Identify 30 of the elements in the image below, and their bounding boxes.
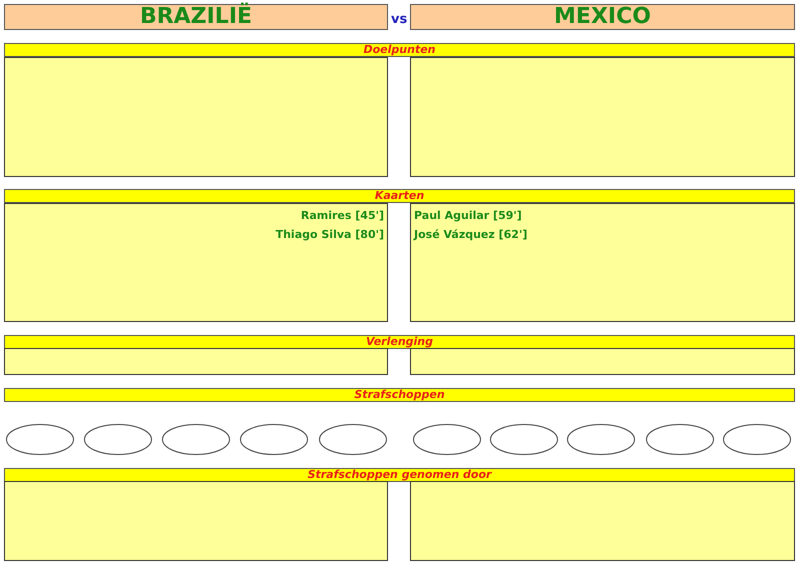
section-panel [4, 481, 388, 561]
penalty-oval [567, 424, 635, 455]
team-name-header: BRAZILIË [4, 4, 388, 30]
penalty-oval [6, 424, 74, 455]
penalty-oval [490, 424, 558, 455]
section-header-bar: Strafschoppen genomen door [4, 468, 795, 482]
penalty-oval [319, 424, 387, 455]
team-name-header: MEXICO [410, 4, 795, 30]
penalty-oval [162, 424, 230, 455]
section-header-bar: Verlenging [4, 335, 795, 349]
penalty-oval [413, 424, 481, 455]
booked-player: Paul Aguilar [59'] [414, 209, 522, 222]
section-header-bar: Kaarten [4, 189, 795, 203]
section-panel [410, 203, 795, 322]
section-panel [410, 57, 795, 177]
section-panel [4, 203, 388, 322]
penalty-oval [723, 424, 791, 455]
section-panel [4, 348, 388, 375]
penalty-oval [240, 424, 308, 455]
booked-player: José Vázquez [62'] [414, 228, 528, 241]
section-panel [410, 348, 795, 375]
booked-player: Ramires [45'] [300, 209, 384, 222]
booked-player: Thiago Silva [80'] [276, 228, 384, 241]
section-panel [4, 57, 388, 177]
penalty-oval [84, 424, 152, 455]
section-header-bar: Strafschoppen [4, 388, 795, 402]
penalty-oval [646, 424, 714, 455]
section-panel [410, 481, 795, 561]
versus-label: vs [391, 12, 408, 27]
section-header-bar: Doelpunten [4, 43, 795, 57]
